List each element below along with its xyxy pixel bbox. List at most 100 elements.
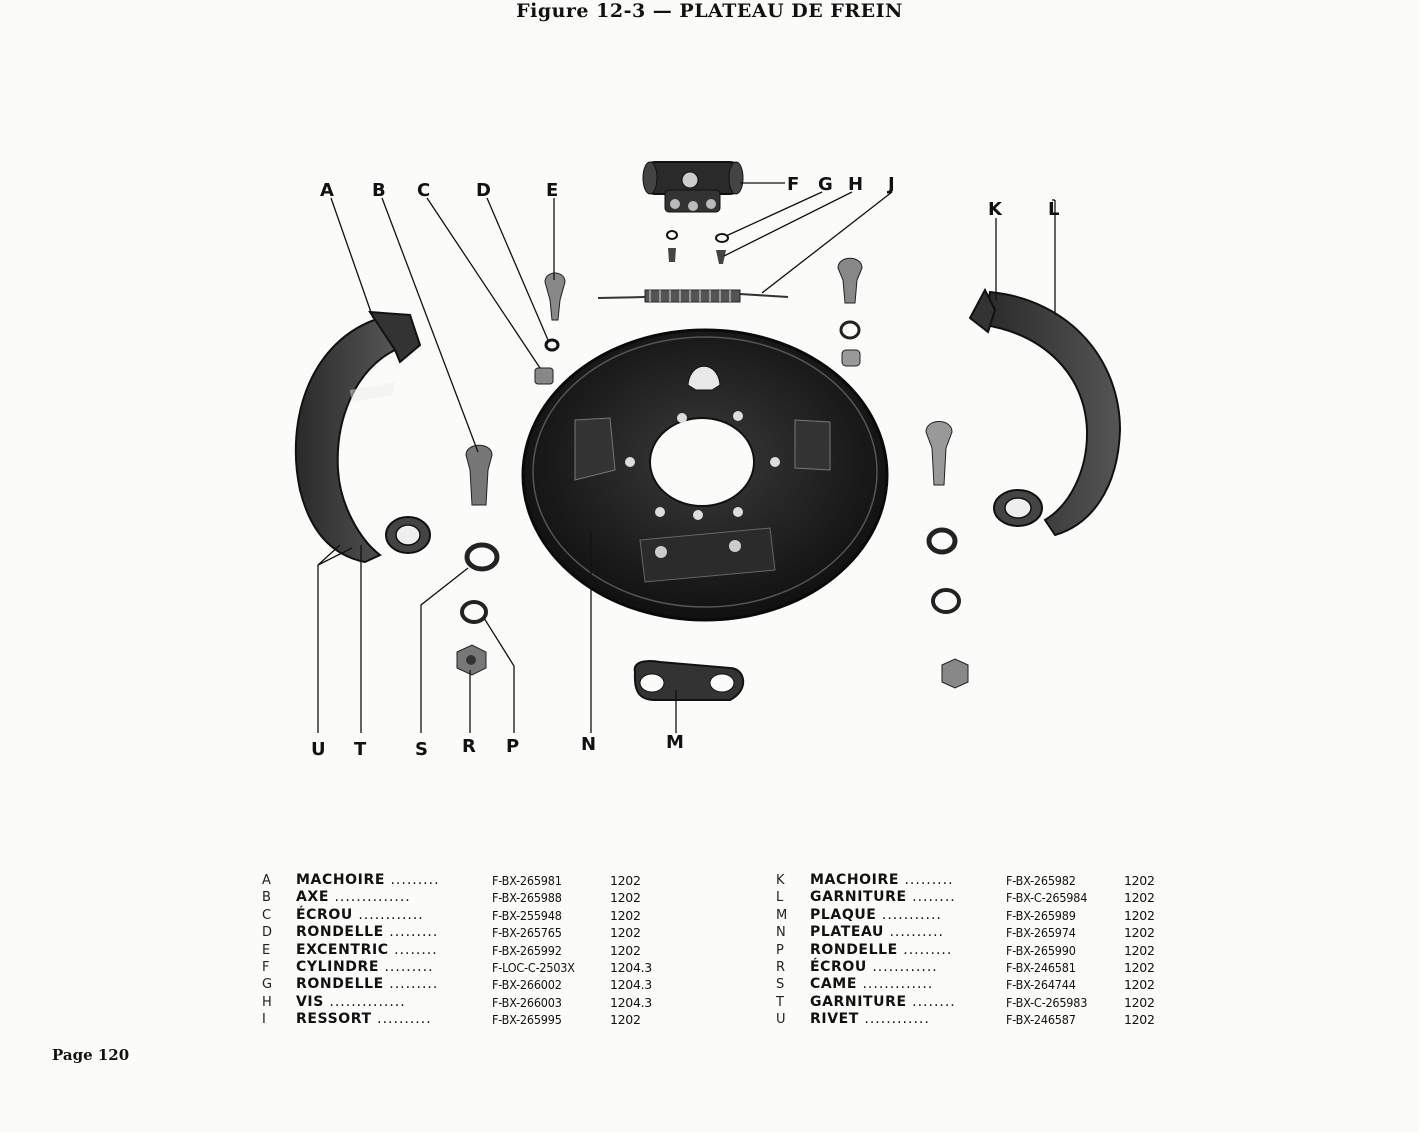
part-name: VIS .............. [296, 994, 492, 1011]
part-name: GARNITURE ........ [810, 889, 1006, 906]
part-reference: F-BX-266002 [492, 977, 562, 993]
part-letter: U [776, 1012, 786, 1028]
figure-title: Figure 12-3 — PLATEAU DE FREIN [516, 0, 903, 22]
part-name: CAME ............. [810, 976, 1006, 993]
part-name: ÉCROU ............ [810, 959, 1006, 976]
part-name-text: ÉCROU [296, 906, 353, 923]
part-reference: F-BX-246581 [1006, 959, 1076, 975]
part-code: 1202 [610, 925, 641, 941]
leader-dots: .............. [323, 993, 406, 1010]
part-name-text: RIVET [810, 1011, 859, 1028]
small-parts [456, 230, 969, 701]
part-name: EXCENTRIC ........ [296, 942, 492, 959]
part-letter: A [262, 873, 271, 888]
part-code: 1202 [610, 1012, 641, 1028]
leader-dots: ........ [906, 889, 956, 906]
leader-dots: .......... [371, 1011, 432, 1028]
leader-dots: .......... [884, 924, 944, 941]
part-code: 1202 [610, 907, 641, 923]
part-reference: F-BX-265765 [492, 925, 562, 941]
part-name-text: CYLINDRE [296, 958, 380, 975]
part-reference: F-BX-265982 [1006, 873, 1076, 888]
part-reference: F-BX-C-265984 [1006, 890, 1088, 906]
part-name: AXE .............. [296, 889, 492, 906]
part-name: ÉCROU ............ [296, 907, 492, 924]
leader-dots: ......... [899, 872, 954, 888]
part-reference: F-BX-255948 [492, 907, 562, 923]
part-letter: C [262, 907, 272, 923]
part-name: RESSORT .......... [296, 1011, 492, 1028]
callout-b: B [372, 180, 386, 201]
leader-dots: ........ [906, 993, 956, 1010]
callout-k: K [988, 199, 1003, 220]
page-number: Page 120 [52, 1046, 130, 1064]
part-reference: F-BX-246587 [1006, 1012, 1076, 1028]
part-code: 1202 [1124, 1012, 1155, 1028]
leader-dots: ......... [383, 976, 439, 993]
part-reference: F-BX-265990 [1006, 942, 1076, 958]
part-reference: F-BX-265974 [1006, 925, 1076, 941]
callout-a: A [320, 180, 334, 201]
part-letter: B [262, 890, 271, 906]
part-name-text: RONDELLE [810, 941, 898, 958]
part-letter: H [262, 994, 272, 1010]
callout-n: N [581, 734, 596, 755]
part-code: 1202 [1124, 907, 1155, 923]
callout-t: T [354, 739, 367, 760]
part-letter: K [776, 873, 785, 888]
leader-dots: ............. [857, 976, 934, 993]
part-name-text: RONDELLE [296, 924, 384, 941]
part-name-text: RONDELLE [296, 976, 384, 993]
brake-shoe-left [294, 310, 431, 564]
part-name-text: VIS [296, 993, 324, 1010]
part-name: PLATEAU .......... [810, 924, 1006, 941]
callout-m: M [666, 732, 684, 753]
wheel-cylinder [642, 161, 744, 213]
callout-f: F [787, 174, 799, 195]
part-letter: F [262, 959, 270, 975]
leader-dots: ........ [388, 941, 438, 958]
backing-plate [521, 328, 889, 622]
part-reference: F-BX-265992 [492, 942, 562, 958]
part-letter: G [262, 977, 273, 993]
parts-list-row: U RIVET ............F-BX-246587 1202 [776, 1011, 1155, 1028]
part-code: 1202 [610, 890, 641, 906]
leader-dots: .............. [329, 889, 411, 906]
part-reference: F-BX-265988 [492, 890, 562, 906]
part-reference: F-LOC-C-2503X [492, 959, 575, 975]
leader-dots: ............ [866, 958, 938, 975]
part-name: RIVET ............ [810, 1011, 1006, 1028]
part-letter: N [776, 925, 786, 941]
callout-l: L [1048, 199, 1059, 220]
leader-dots: ......... [385, 872, 440, 888]
part-letter: E [262, 942, 271, 958]
leader-dots: ......... [379, 958, 434, 975]
callout-u: U [311, 739, 326, 760]
part-name-text: PLATEAU [810, 924, 885, 941]
part-name-text: AXE [296, 889, 329, 906]
leader-lines [317, 182, 1056, 733]
part-name-text: RESSORT [296, 1011, 372, 1028]
callout-e: E [546, 180, 558, 201]
part-code: 1204.3 [610, 977, 652, 993]
part-name-text: GARNITURE [810, 993, 907, 1010]
part-name-text: ÉCROU [810, 958, 867, 975]
part-name: MACHOIRE ......... [810, 872, 1006, 889]
part-letter: D [262, 925, 273, 941]
part-name-text: PLAQUE [810, 906, 877, 923]
leader-dots: ............ [352, 906, 424, 923]
part-name: RONDELLE ......... [296, 976, 492, 993]
